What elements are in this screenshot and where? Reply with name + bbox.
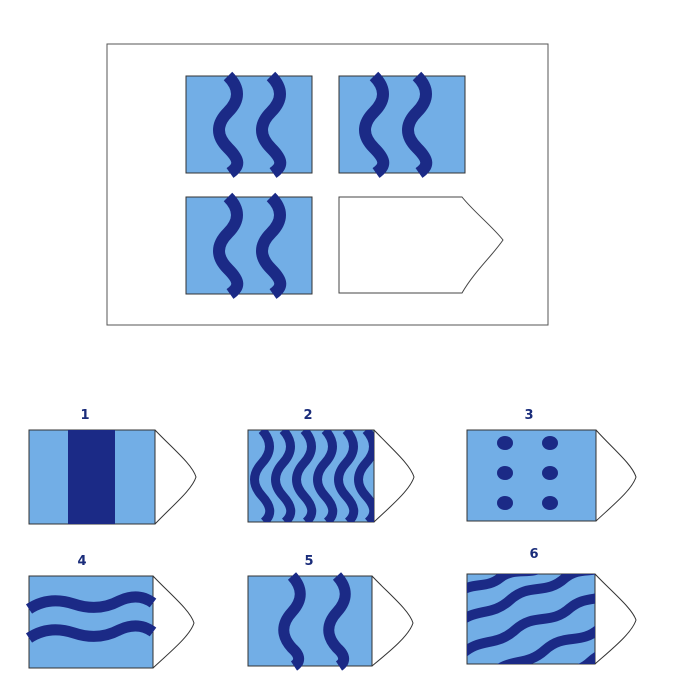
- option-6-label: 6: [529, 547, 538, 562]
- option-6[interactable]: 6: [455, 547, 637, 680]
- option-3-tab: [595, 429, 637, 522]
- puzzle-frame: [106, 43, 549, 326]
- option-3-dot: [542, 496, 558, 510]
- option-3-dot: [542, 436, 558, 450]
- puzzle-tile-1: [185, 71, 313, 178]
- option-5-wave: [278, 572, 306, 671]
- option-1-tab: [154, 429, 197, 525]
- option-4-wave: [25, 591, 157, 614]
- option-1[interactable]: 1: [28, 408, 197, 525]
- option-3-label: 3: [524, 408, 533, 423]
- puzzle-tile-2: [338, 71, 466, 178]
- option-5-tab: [371, 575, 414, 667]
- option-2-label: 2: [303, 408, 312, 423]
- option-5[interactable]: 5: [247, 554, 414, 671]
- option-3-dot: [497, 466, 513, 480]
- option-2[interactable]: 2: [247, 408, 415, 523]
- option-1-bar: [68, 430, 115, 524]
- option-4-label: 4: [77, 554, 86, 569]
- option-4[interactable]: 4: [25, 554, 195, 669]
- option-4-wave: [25, 620, 157, 643]
- option-6-tab: [594, 573, 637, 665]
- option-5-tile: [247, 575, 373, 667]
- option-3-tile: [466, 429, 597, 522]
- option-3-dot: [497, 436, 513, 450]
- option-3-dot: [497, 496, 513, 510]
- option-3[interactable]: 3: [466, 408, 637, 522]
- option-2-waves: [250, 430, 374, 522]
- puzzle-tile-3: [185, 192, 313, 299]
- option-2-tab: [373, 429, 415, 523]
- option-5-wave: [323, 572, 351, 671]
- option-6-waves: [467, 574, 595, 664]
- option-5-label: 5: [304, 554, 313, 569]
- option-3-dot: [542, 466, 558, 480]
- option-4-tab: [152, 575, 195, 669]
- puzzle-missing-slot: [338, 196, 504, 294]
- option-1-label: 1: [80, 408, 89, 423]
